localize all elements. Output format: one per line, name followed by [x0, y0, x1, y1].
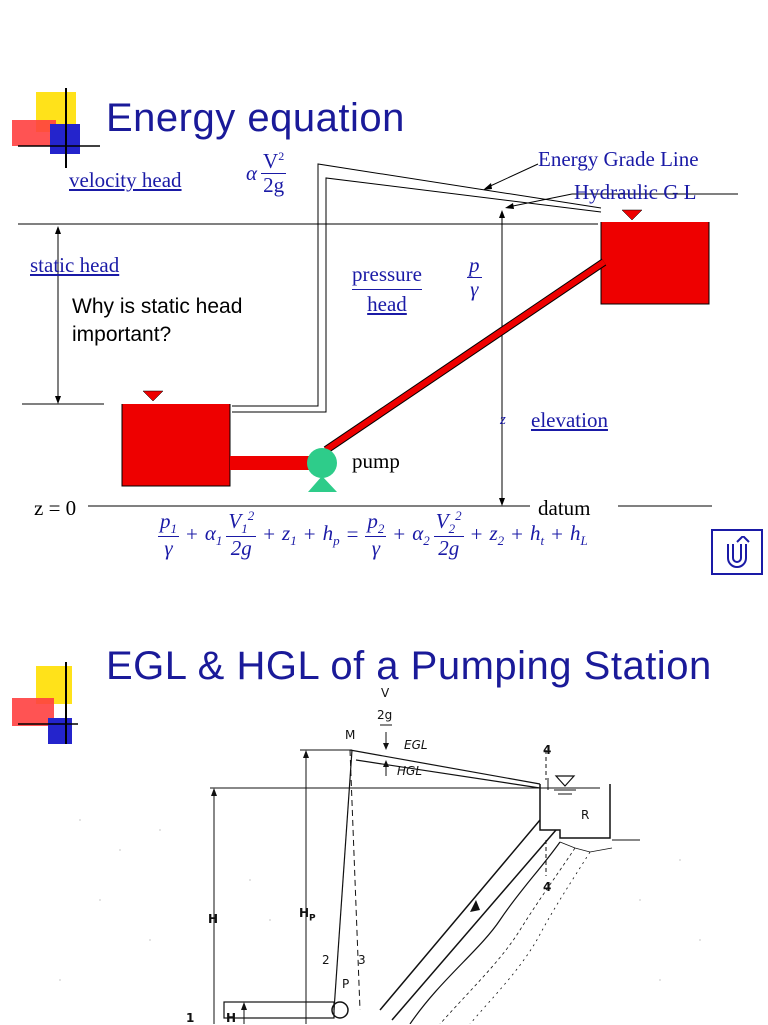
hgl-diagram-label: HGL	[397, 764, 423, 778]
section-2-label: 2	[322, 953, 330, 967]
reservoir-r-label: R	[581, 808, 590, 822]
z-label: z	[500, 412, 506, 428]
m-label: M	[345, 728, 356, 742]
pressure-head-label: pressure head	[352, 262, 422, 316]
velocity-head-formula: α V2 2g	[246, 149, 287, 198]
question-line-2: important?	[72, 323, 172, 346]
u-turn-arrow-icon	[727, 536, 750, 568]
pressure-head-formula: p γ	[467, 253, 482, 302]
hp-label: HP	[299, 906, 316, 924]
z-zero-label: z = 0	[34, 496, 77, 520]
energy-diagram	[18, 163, 738, 507]
datum-label: datum	[538, 496, 591, 520]
h-small-label: H	[226, 1011, 237, 1025]
pumping-station-diagram	[59, 724, 701, 1024]
alpha-symbol: α	[246, 161, 258, 186]
velocity-head-denominator: 2g	[263, 173, 285, 198]
question-text: Why is static head important?	[72, 293, 242, 349]
velocity-head-numerator: V2	[261, 149, 287, 175]
slide-title: Energy equation	[106, 96, 405, 140]
question-line-1: Why is static head	[72, 295, 243, 318]
v-label: V	[381, 686, 390, 700]
egl-label: Energy Grade Line	[538, 147, 699, 171]
hgl-label: Hydraulic G L	[574, 180, 697, 204]
section-1-label: 1	[186, 1011, 195, 1025]
h-total-label: H	[208, 912, 219, 926]
two-g-label: 2g	[377, 708, 393, 722]
pump-label: pump	[352, 449, 400, 473]
elevation-label: elevation	[531, 408, 608, 432]
return-button[interactable]	[711, 529, 763, 575]
pump-p-label: P	[342, 977, 350, 991]
velocity-head-label: velocity head	[69, 168, 182, 192]
section-4-top-label: 4	[543, 743, 552, 757]
section-3-label: 3	[358, 953, 366, 967]
slide2-title: EGL & HGL of a Pumping Station	[106, 644, 712, 688]
section-4-bottom-label: 4	[543, 880, 552, 894]
slide-logo-decoration	[12, 88, 100, 168]
static-head-label: static head	[30, 253, 120, 277]
slide2-logo-decoration	[12, 662, 78, 744]
egl-diagram-label: EGL	[404, 738, 428, 752]
